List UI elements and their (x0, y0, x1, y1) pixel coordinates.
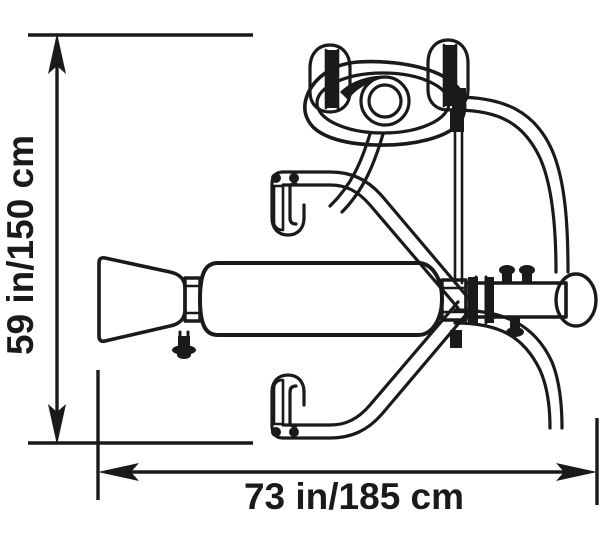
vertical-dim-arrow-up (48, 33, 66, 74)
crossbar-end-cap (554, 272, 598, 328)
headrest-pad (97, 255, 187, 344)
left-handle-grip (308, 43, 352, 114)
main-bench-pad (198, 261, 444, 337)
seat-support-tube (328, 132, 385, 214)
horizontal-dim-arrow-right (556, 463, 597, 481)
vertical-dimension-label: 59 in/150 cm (0, 135, 41, 355)
upper-curved-frame-tube (453, 95, 570, 274)
horizontal-dimension-label: 73 in/185 cm (244, 476, 464, 517)
lower-leg-developer-arm (270, 373, 306, 440)
vertical-dimension (28, 33, 253, 445)
upper-leg-developer-arm (270, 170, 306, 237)
lower-diagonal-frame-rail (281, 300, 472, 440)
seat-frame-joint (448, 88, 466, 110)
machine-illustration (97, 38, 598, 440)
vertical-dim-arrow-down (48, 404, 66, 445)
horizontal-dim-arrow-left (98, 463, 139, 481)
stabilizer-foot (172, 330, 196, 359)
pad-neck-connector (183, 276, 202, 323)
lower-frame-joint (450, 330, 462, 348)
pad-crossbar-bracket (440, 278, 468, 322)
crossbar-adjustment-knobs (499, 265, 535, 337)
upper-diagonal-frame-rail (281, 170, 472, 310)
horizontal-dimension (96, 370, 599, 505)
